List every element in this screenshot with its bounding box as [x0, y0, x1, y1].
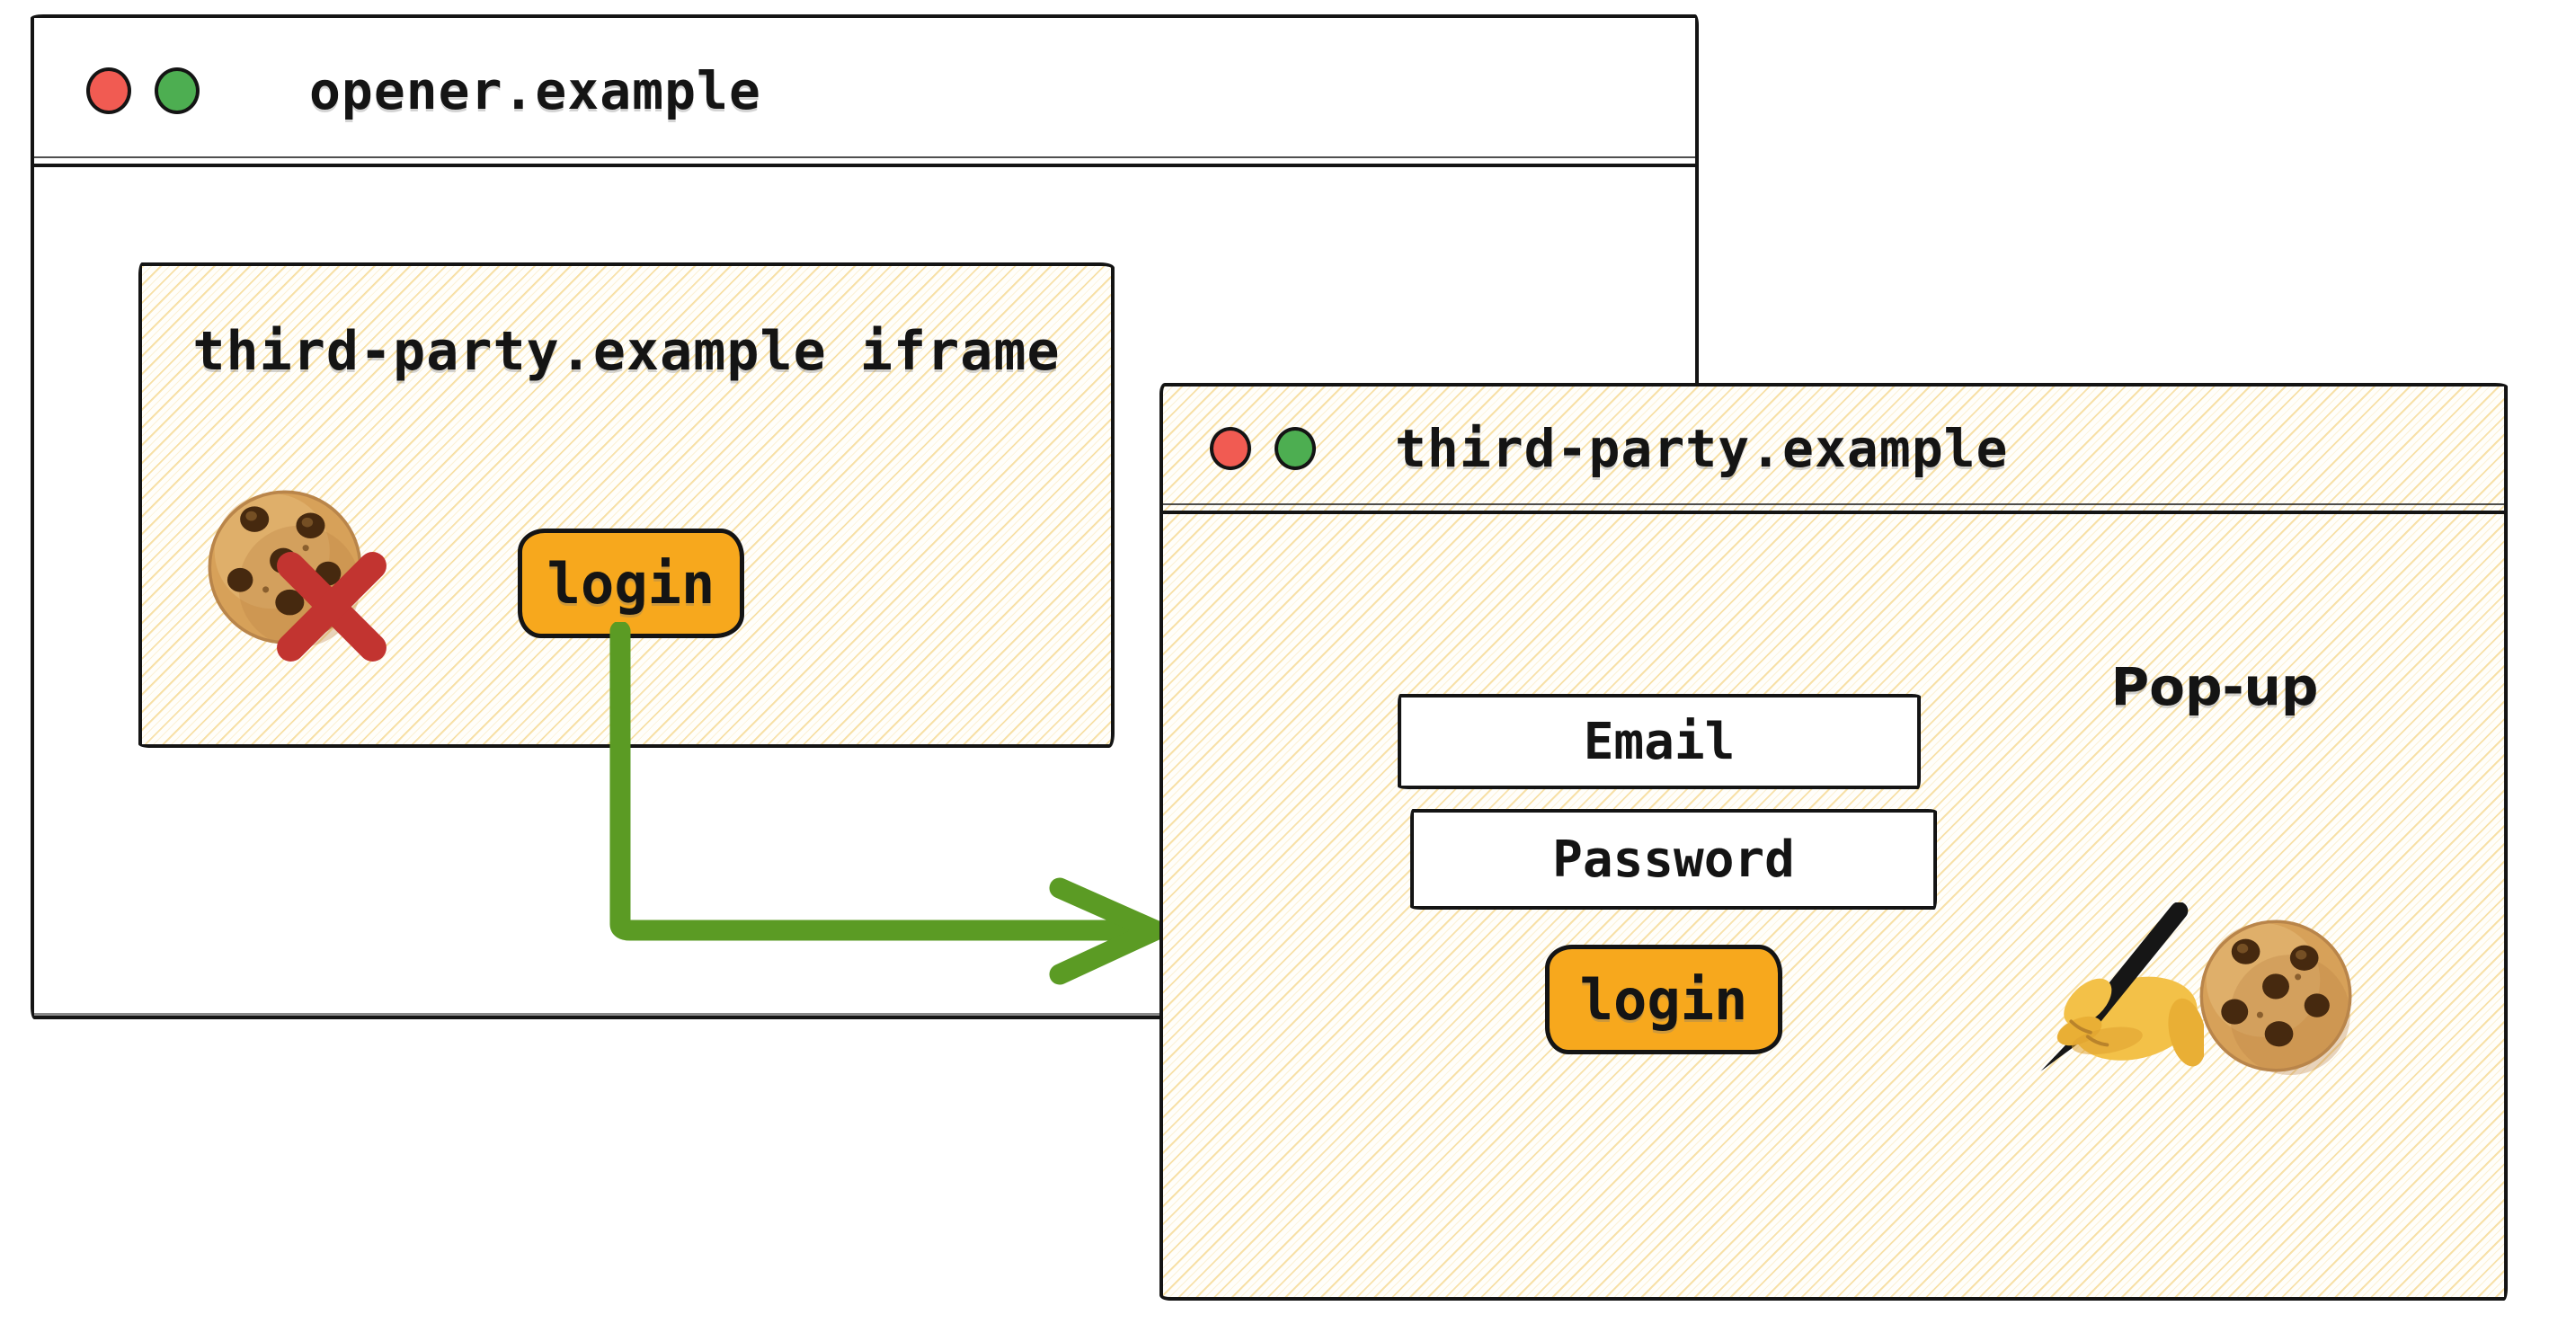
opener-title-bar: opener.example — [34, 18, 1695, 167]
writing-hand-icon — [2040, 902, 2204, 1071]
cookie-icon — [2199, 920, 2352, 1075]
popup-browser-window: third-party.example Pop-up login — [1159, 383, 2508, 1301]
green-elbow-arrow-icon — [609, 622, 1166, 985]
red-x-icon — [277, 552, 386, 662]
green-circle-icon[interactable] — [155, 67, 200, 114]
popup-label: Pop-up — [2110, 656, 2319, 717]
iframe-login-button[interactable]: login — [518, 529, 744, 638]
red-circle-icon[interactable] — [1210, 427, 1251, 470]
opener-window-title: opener.example — [309, 60, 761, 121]
popup-title-bar: third-party.example — [1163, 387, 2504, 514]
popup-login-button[interactable]: login — [1545, 945, 1782, 1054]
iframe-title: third-party.example iframe — [192, 320, 1061, 383]
password-field[interactable] — [1410, 809, 1937, 910]
blocked-cookie-group — [205, 487, 397, 667]
green-circle-icon[interactable] — [1275, 427, 1316, 470]
red-circle-icon[interactable] — [86, 67, 131, 114]
email-field[interactable] — [1398, 694, 1921, 789]
popup-window-title: third-party.example — [1395, 418, 2009, 479]
